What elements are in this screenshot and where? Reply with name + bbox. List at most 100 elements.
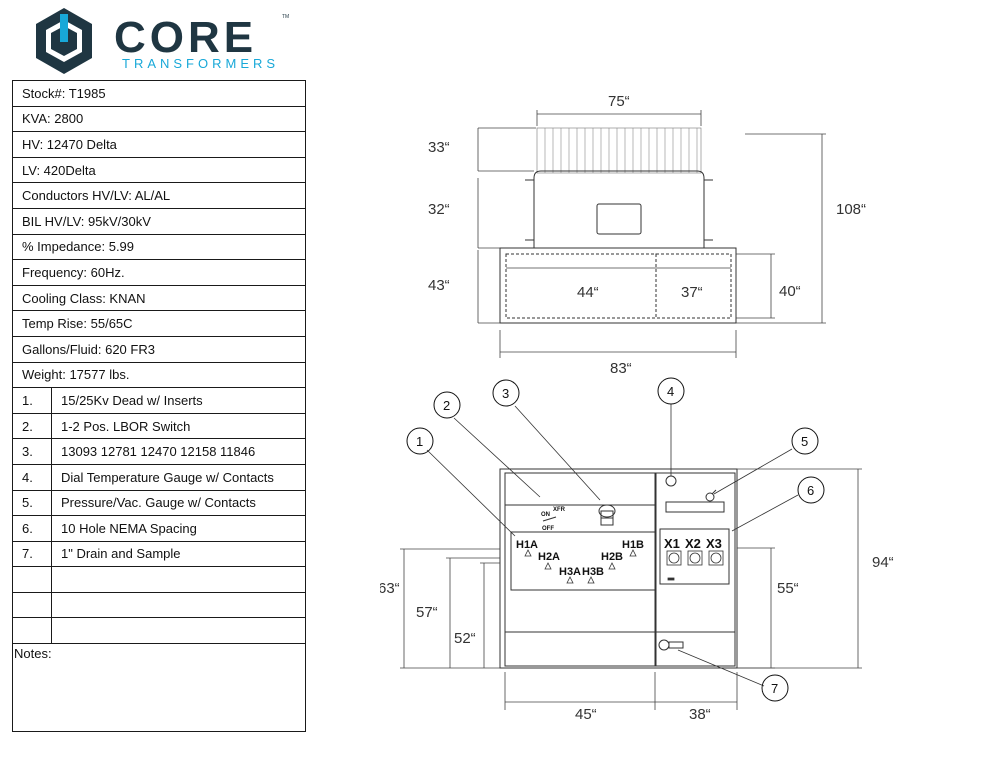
- spec-table: Stock#: T1985 KVA: 2800 HV: 12470 Delta …: [12, 80, 306, 733]
- dim-tank-height: 32“: [428, 201, 450, 218]
- hv-bushing-label: H1A: [516, 539, 538, 551]
- accessory-number: 6.: [12, 515, 52, 542]
- lv-bushing-icons: [666, 550, 724, 581]
- accessory-row: 7.1" Drain and Sample: [12, 540, 306, 568]
- spec-row: HV: 12470 Delta: [12, 131, 306, 158]
- transformer-drawing: 75“ 33“ 32“ 108“ 43“ 44“ 37“ 40“ 83“: [380, 93, 894, 723]
- spec-cell: HV: 12470 Delta: [12, 131, 306, 158]
- accessory-number: 4.: [12, 463, 52, 491]
- dim-height-55: 55“: [777, 580, 799, 597]
- spec-row: Frequency: 60Hz.: [12, 259, 306, 286]
- lv-nameplate-slot: [665, 501, 725, 513]
- spec-row: Conductors HV/LV: AL/AL: [12, 182, 306, 209]
- accessory-row: 3.13093 12781 12470 12158 11846: [12, 438, 306, 465]
- hv-bushing-label: H1B: [622, 539, 644, 551]
- pressure-gauge-icon: [705, 492, 715, 502]
- accessory-row: [12, 617, 306, 645]
- dim-overall-width: 83“: [610, 360, 632, 377]
- hv-bushing-label: H2B: [601, 551, 623, 563]
- callout-1: 1: [416, 434, 423, 449]
- spec-row: LV: 420Delta: [12, 156, 306, 184]
- accessory-text: 13093 12781 12470 12158 11846: [51, 438, 306, 465]
- logo-wordmark: CORE: [114, 13, 257, 62]
- lv-bushing-label: X2: [685, 536, 701, 551]
- spec-cell: Conductors HV/LV: AL/AL: [12, 182, 306, 209]
- spec-cell: LV: 420Delta: [12, 156, 306, 184]
- spec-cell: Temp Rise: 55/65C: [12, 310, 306, 337]
- tap-changer-icon: [598, 504, 616, 526]
- dim-compartment-height: 40“: [779, 283, 801, 300]
- switch-xfr-label: XFR: [553, 507, 566, 513]
- dim-width-38: 38“: [689, 706, 711, 723]
- lbor-switch-icon: [542, 516, 557, 522]
- spec-cell: Gallons/Fluid: 620 FR3: [12, 335, 306, 363]
- dim-radiator-height: 33“: [428, 139, 450, 156]
- cabinet-base-outline: [499, 247, 737, 324]
- hv-bushing-label: H2A: [538, 551, 560, 563]
- spec-row: BIL HV/LV: 95kV/30kV: [12, 207, 306, 235]
- accessory-number: 1.: [12, 387, 52, 414]
- tank-outline: [533, 170, 705, 249]
- accessory-number: [12, 566, 52, 593]
- accessory-text: [51, 566, 306, 593]
- radiator-fins: [536, 127, 702, 174]
- callout-3: 3: [502, 386, 509, 401]
- accessory-text: 10 Hole NEMA Spacing: [51, 515, 306, 542]
- dim-height-63: 63“: [380, 580, 400, 597]
- notes-row: Notes:: [12, 643, 306, 733]
- dim-width-45: 45“: [575, 706, 597, 723]
- dim-height-94: 94“: [872, 554, 894, 571]
- hv-bushing-label: H3A: [559, 566, 581, 578]
- dim-hv-compartment: 44“: [577, 284, 599, 301]
- logo-trademark: TM: [282, 14, 289, 20]
- spec-cell: % Impedance: 5.99: [12, 233, 306, 261]
- callout-2: 2: [443, 398, 450, 413]
- top-view: [477, 110, 826, 358]
- lv-bushing-panel: [659, 528, 730, 585]
- accessory-text: [51, 617, 306, 645]
- cabinet-front-outline: [499, 468, 738, 669]
- dim-height-57: 57“: [416, 604, 438, 621]
- accessory-number: 2.: [12, 412, 52, 440]
- accessory-text: 1" Drain and Sample: [51, 540, 306, 568]
- switch-on-label: ON: [541, 512, 550, 518]
- lv-bushing-label: X3: [706, 536, 722, 551]
- hv-bushing-icons: [524, 549, 637, 584]
- logo-tagline: TRANSFORMERS: [122, 56, 279, 71]
- callout-5: 5: [801, 434, 808, 449]
- accessory-row: 1.15/25Kv Dead w/ Inserts: [12, 387, 306, 414]
- callout-bubbles: [406, 377, 825, 702]
- callout-6: 6: [807, 483, 814, 498]
- spec-cell: Weight: 17577 lbs.: [12, 361, 306, 389]
- callout-7: 7: [771, 681, 778, 696]
- notes-cell: Notes:: [12, 643, 306, 733]
- accessory-row: 4.Dial Temperature Gauge w/ Contacts: [12, 463, 306, 491]
- dim-lv-compartment: 37“: [681, 284, 703, 301]
- accessory-text: [51, 591, 306, 619]
- spec-row: Cooling Class: KNAN: [12, 284, 306, 312]
- accessory-row: 2.1-2 Pos. LBOR Switch: [12, 412, 306, 440]
- hv-bushing-label: H3B: [582, 566, 604, 578]
- accessory-number: [12, 617, 52, 645]
- lv-bushing-label: X1: [664, 536, 680, 551]
- hv-bushing-panel: [510, 531, 656, 591]
- switch-off-label: OFF: [542, 526, 554, 532]
- dim-overall-height: 108“: [836, 201, 866, 218]
- accessory-text: 15/25Kv Dead w/ Inserts: [51, 387, 306, 414]
- accessory-number: 3.: [12, 438, 52, 465]
- logo-hexagon-mark: [36, 8, 92, 74]
- accessory-row: 6.10 Hole NEMA Spacing: [12, 515, 306, 542]
- front-view: [400, 377, 862, 710]
- accessory-number: [12, 591, 52, 619]
- accessory-text: Dial Temperature Gauge w/ Contacts: [51, 463, 306, 491]
- dim-top-width: 75“: [608, 93, 630, 110]
- lv-door: [655, 472, 736, 667]
- spec-cell: Cooling Class: KNAN: [12, 284, 306, 312]
- spec-cell: BIL HV/LV: 95kV/30kV: [12, 207, 306, 235]
- core-transformers-logo: CORE TRANSFORMERS TM: [36, 8, 289, 74]
- spec-row: Stock#: T1985: [12, 80, 306, 107]
- nameplate: [596, 203, 642, 235]
- spec-row: Weight: 17577 lbs.: [12, 361, 306, 389]
- spec-row: KVA: 2800: [12, 105, 306, 133]
- accessory-text: 1-2 Pos. LBOR Switch: [51, 412, 306, 440]
